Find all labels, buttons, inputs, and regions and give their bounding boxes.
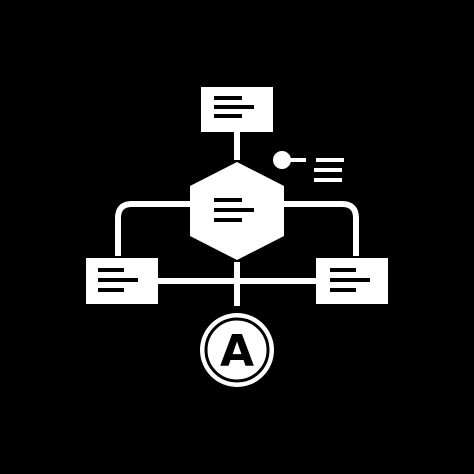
connector-hexagon-to-left-box: [115, 201, 190, 256]
right-document-box: [316, 258, 388, 304]
top-document-box: [201, 87, 273, 132]
left-document-box: [86, 258, 158, 304]
connector-hexagon-to-right-box: [284, 201, 359, 256]
pin-connector-icon: [273, 151, 344, 182]
connector-lines: [115, 132, 359, 306]
bottom-circle-node: A: [200, 313, 274, 387]
center-hexagon-node: [190, 162, 284, 260]
node-letter: A: [220, 326, 254, 377]
